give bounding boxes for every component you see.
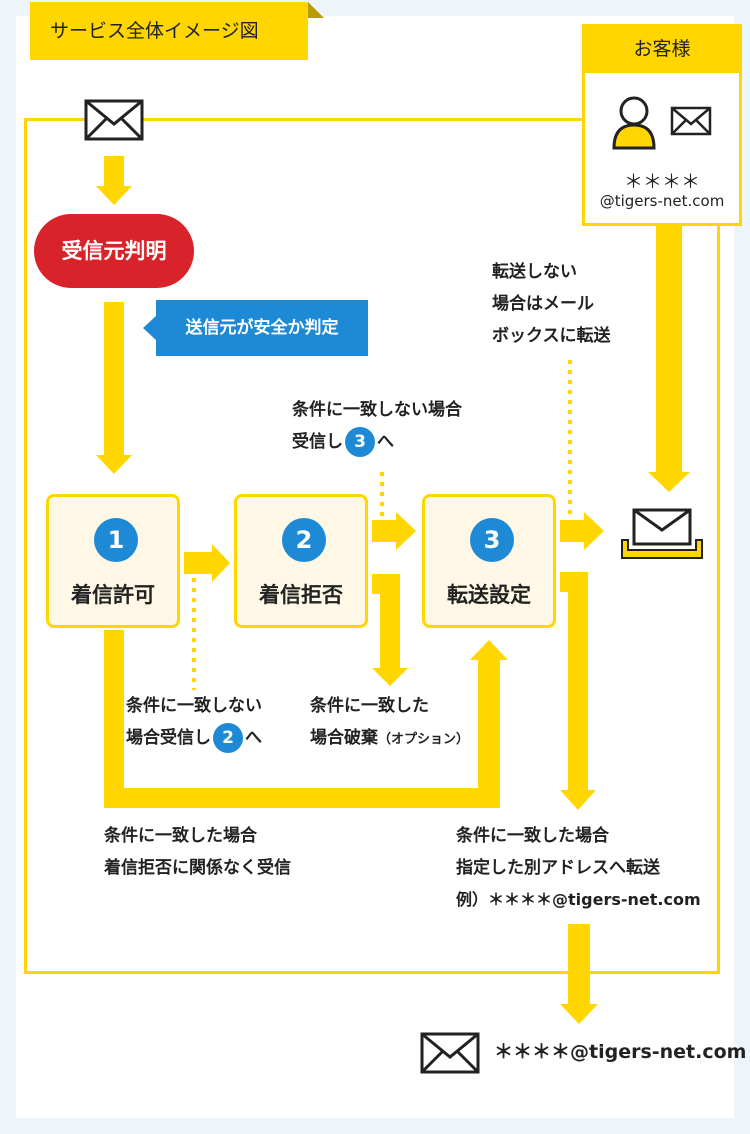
note-line: 転送しない — [492, 262, 577, 282]
note-line: 指定した別アドレスへ転送 — [456, 858, 660, 878]
note-match-receive: 条件に一致した場合 着信拒否に関係なく受信 — [104, 820, 291, 884]
note-line: 場合破棄（オプション） — [310, 722, 469, 756]
inbox-tray-icon — [621, 508, 703, 559]
stage-2-label: 着信拒否 — [259, 583, 343, 607]
note-line: 着信拒否に関係なく受信 — [104, 858, 291, 878]
note-text: へ — [245, 728, 262, 748]
start-badge-text: 受信元判明 — [61, 239, 167, 263]
note-line: 条件に一致しない — [126, 696, 262, 716]
diagram-title-text: サービス全体イメージ図 — [50, 20, 259, 42]
service-frame — [24, 118, 720, 974]
arrow-icon — [96, 302, 132, 474]
customer-box: お客様 ＊＊＊＊ @tigers-net.com — [582, 24, 742, 226]
judge-badge-text: 送信元が安全か判定 — [185, 318, 339, 338]
customer-stars: ＊＊＊＊ — [623, 171, 700, 193]
start-badge: 受信元判明 — [34, 214, 194, 288]
note-no-forward: 転送しない 場合はメール ボックスに転送 — [492, 256, 611, 352]
stage-1-label: 着信許可 — [71, 583, 155, 607]
note-line: 例）＊＊＊＊@tigers-net.com — [456, 890, 701, 909]
stage-1-number: 1 — [94, 518, 138, 562]
note-text: 場合破棄 — [310, 728, 378, 748]
arrow-icon — [104, 630, 508, 808]
envelope-icon — [84, 99, 144, 141]
judge-badge: 送信元が安全か判定 — [156, 300, 368, 356]
step-number-badge: 3 — [345, 427, 375, 457]
note-match-forward: 条件に一致した場合 指定した別アドレスへ転送 例）＊＊＊＊@tigers-net… — [456, 820, 701, 916]
stage-3-box: 3 転送設定 — [422, 494, 556, 628]
stage-2-box: 2 着信拒否 — [234, 494, 368, 628]
note-line: ボックスに転送 — [492, 326, 611, 346]
arrow-icon — [372, 574, 408, 686]
envelope-icon — [420, 1032, 480, 1074]
envelope-icon — [670, 106, 712, 136]
note-text: へ — [377, 432, 394, 452]
stage-1-box: 1 着信許可 — [46, 494, 180, 628]
arrow-icon — [96, 156, 132, 205]
note-line: 条件に一致した — [310, 696, 429, 716]
note-text: 場合受信し — [126, 728, 211, 748]
bottom-address: ＊＊＊＊@tigers-net.com — [494, 1041, 747, 1063]
arrow-icon — [560, 572, 596, 810]
note-line: 条件に一致した場合 — [456, 826, 609, 846]
note-text: 受信し — [292, 432, 343, 452]
customer-header: お客様 — [585, 27, 739, 73]
customer-domain: @tigers-net.com — [599, 192, 725, 210]
arrow-icon — [560, 512, 604, 550]
note-line: 条件に一致した場合 — [104, 826, 257, 846]
diagram-title: サービス全体イメージ図 — [30, 2, 324, 60]
stage-3-number: 3 — [470, 518, 514, 562]
note-line: 条件に一致しない場合 — [292, 400, 462, 420]
arrow-icon — [648, 226, 690, 492]
arrow-icon — [184, 544, 230, 582]
title-fold — [308, 2, 324, 18]
user-icon — [612, 96, 656, 150]
arrow-icon — [372, 512, 416, 550]
stage-2-number: 2 — [282, 518, 326, 562]
step-number-badge: 2 — [213, 723, 243, 753]
stage-3-label: 転送設定 — [447, 583, 531, 607]
judge-badge-pointer — [143, 316, 156, 340]
note-option: （オプション） — [378, 732, 470, 747]
customer-header-text: お客様 — [633, 38, 691, 60]
note-match-discard: 条件に一致した 場合破棄（オプション） — [310, 690, 469, 756]
arrow-icon — [560, 924, 598, 1024]
note-line: 場合はメール — [492, 294, 594, 314]
